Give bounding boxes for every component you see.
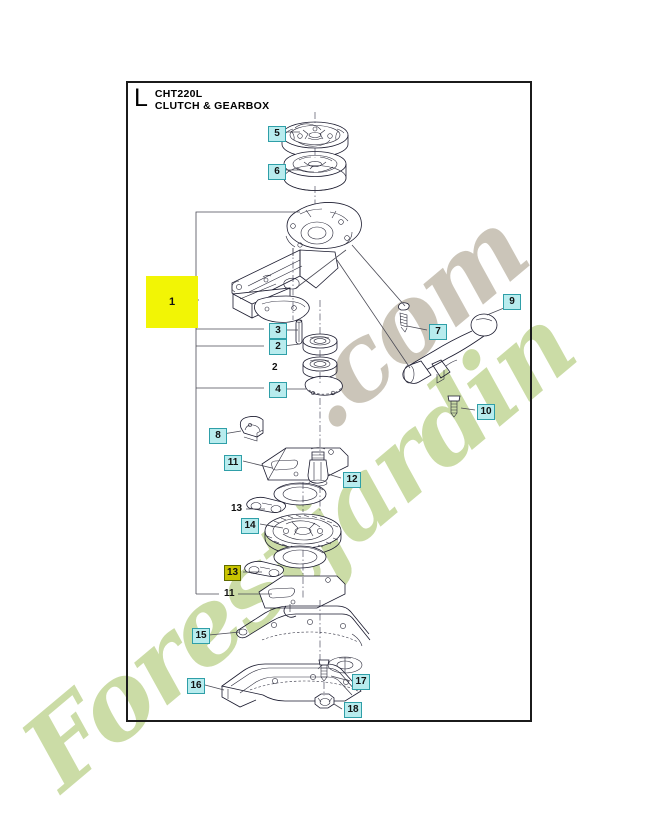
callout-9-label: 9 — [509, 296, 515, 307]
callout-18-label: 18 — [347, 704, 359, 715]
callout-15[interactable]: 15 — [192, 628, 210, 644]
callout-11-upper-label: 11 — [227, 457, 239, 468]
callout-14-label: 14 — [244, 520, 256, 531]
callout-13-lower-label: 13 — [227, 567, 239, 578]
callout-7-label: 7 — [435, 326, 441, 337]
callout-13-lower[interactable]: 13 — [224, 565, 242, 581]
diagram-header: L CHT220L CLUTCH & GEARBOX — [134, 84, 269, 113]
model-name: CHT220L — [154, 88, 203, 100]
callout-12-label: 12 — [346, 474, 358, 485]
callout-6[interactable]: 6 — [268, 164, 286, 180]
callout-13-upper-label: 13 — [231, 503, 243, 514]
callout-1[interactable]: 1 — [146, 276, 198, 328]
callout-2-lower-label: 2 — [272, 362, 278, 373]
callout-11-lower-label: 11 — [224, 588, 235, 599]
callout-4-label: 4 — [275, 384, 281, 395]
callout-13-upper[interactable]: 13 — [229, 502, 244, 516]
callout-11-upper[interactable]: 11 — [224, 455, 242, 471]
callout-15-label: 15 — [195, 630, 207, 641]
callout-2-upper-label: 2 — [275, 341, 281, 352]
section-title: CLUTCH & GEARBOX — [154, 100, 270, 112]
callout-3[interactable]: 3 — [269, 323, 287, 339]
callout-2-lower[interactable]: 2 — [270, 361, 280, 375]
header-title-block: CHT220L CLUTCH & GEARBOX — [155, 86, 269, 112]
callout-9[interactable]: 9 — [503, 294, 521, 310]
section-letter: L — [134, 84, 148, 112]
callout-14[interactable]: 14 — [241, 518, 259, 534]
callout-17-label: 17 — [355, 676, 367, 687]
callout-4[interactable]: 4 — [269, 382, 287, 398]
callout-17[interactable]: 17 — [352, 674, 370, 690]
callout-10[interactable]: 10 — [477, 404, 495, 420]
callout-8-label: 8 — [215, 430, 221, 441]
callout-12[interactable]: 12 — [343, 472, 361, 488]
callout-18[interactable]: 18 — [344, 702, 362, 718]
callout-10-label: 10 — [480, 406, 492, 417]
callout-16-label: 16 — [190, 680, 202, 691]
callout-8[interactable]: 8 — [209, 428, 227, 444]
callout-5[interactable]: 5 — [268, 126, 286, 142]
callout-2-upper[interactable]: 2 — [269, 339, 287, 355]
callout-3-label: 3 — [275, 325, 281, 336]
callout-6-label: 6 — [274, 166, 280, 177]
callout-7[interactable]: 7 — [429, 324, 447, 340]
callout-5-label: 5 — [274, 128, 280, 139]
callout-1-label: 1 — [168, 296, 176, 308]
callout-16[interactable]: 16 — [187, 678, 205, 694]
callout-11-lower[interactable]: 11 — [222, 587, 237, 601]
diagram-frame-border — [126, 81, 532, 722]
